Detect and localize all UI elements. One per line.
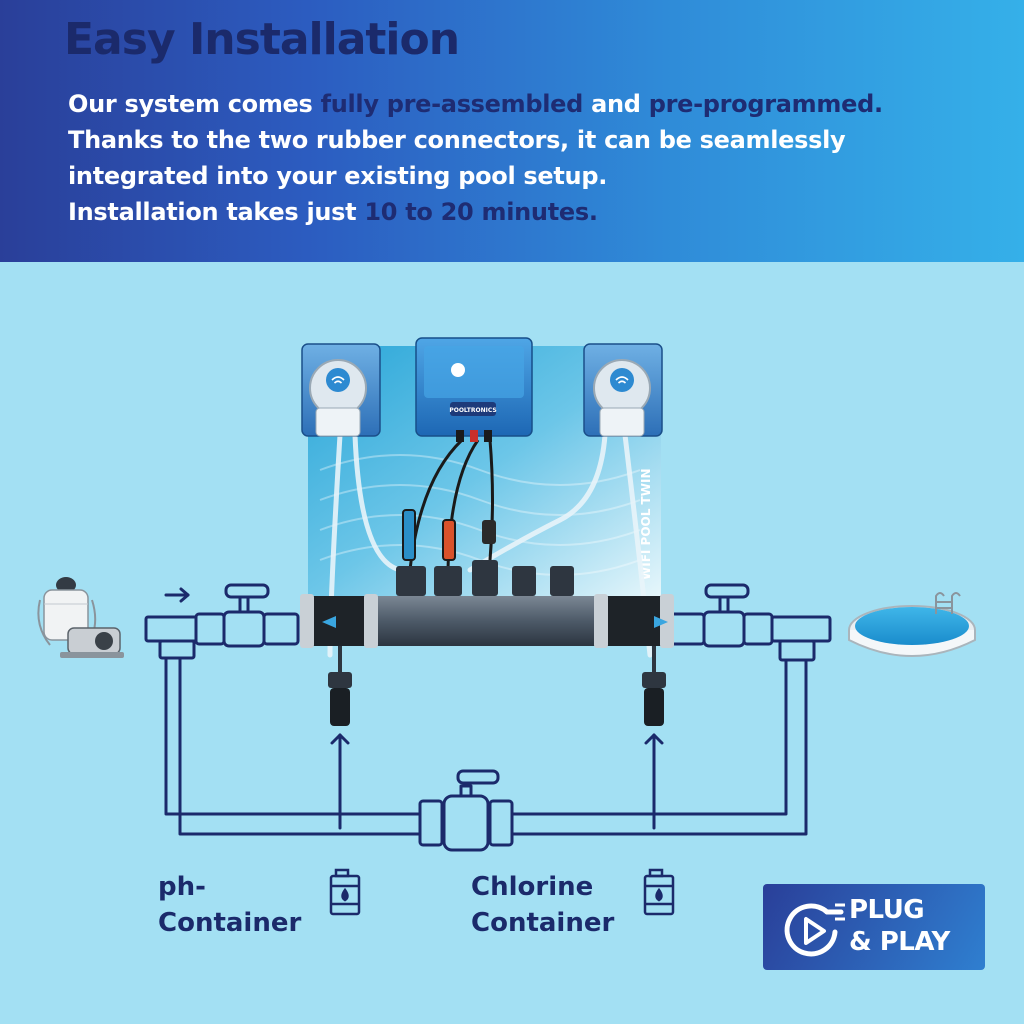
ph-probe (402, 509, 416, 561)
pipe-manifold (300, 560, 674, 648)
controller-box: POOLTRONICS (415, 337, 533, 442)
injection-valve-left (328, 646, 352, 726)
flow-arrows (164, 587, 664, 830)
flow-sensor (482, 520, 496, 544)
intro-line-2: Thanks to the two rubber connectors, it … (68, 126, 846, 154)
ph-container-label: ph-Container (158, 872, 302, 938)
intro-line-1: Our system comes fully pre-assembled and… (68, 90, 883, 118)
header-banner: Easy Installation Our system comes fully… (0, 0, 1024, 262)
canister-icon (643, 868, 675, 916)
panel-label: WIFI POOL TWIN (639, 469, 653, 581)
highlight-text: pre-programmed. (648, 90, 883, 118)
intro-line-4: Installation takes just 10 to 20 minutes… (68, 198, 598, 226)
badge-text: PLUG& PLAY (849, 895, 950, 957)
pipe-network (144, 583, 832, 852)
redox-probe (442, 519, 456, 561)
installation-diagram: WIFI POOL TWIN (37, 337, 976, 916)
page-title: Easy Installation (64, 14, 460, 65)
dosing-pump-right (583, 343, 663, 437)
canister-icon (329, 868, 361, 916)
plug-play-icon (784, 903, 845, 957)
wifi-icon (331, 376, 345, 384)
injection-valve-right (642, 646, 666, 726)
plug-and-play-badge: PLUG& PLAY (763, 884, 985, 970)
intro-paragraph: Our system comes fully pre-assembled and… (68, 86, 1018, 230)
wifi-icon (615, 376, 629, 384)
highlight-text: 10 to 20 minutes. (364, 198, 598, 226)
highlight-text: fully pre-assembled (320, 90, 584, 118)
filter-pump-icon (37, 577, 124, 658)
controller-brand: POOLTRONICS (449, 407, 496, 414)
dosing-pump-left (301, 343, 381, 437)
pool-icon (848, 592, 976, 657)
intro-line-3: integrated into your existing pool setup… (68, 162, 608, 190)
